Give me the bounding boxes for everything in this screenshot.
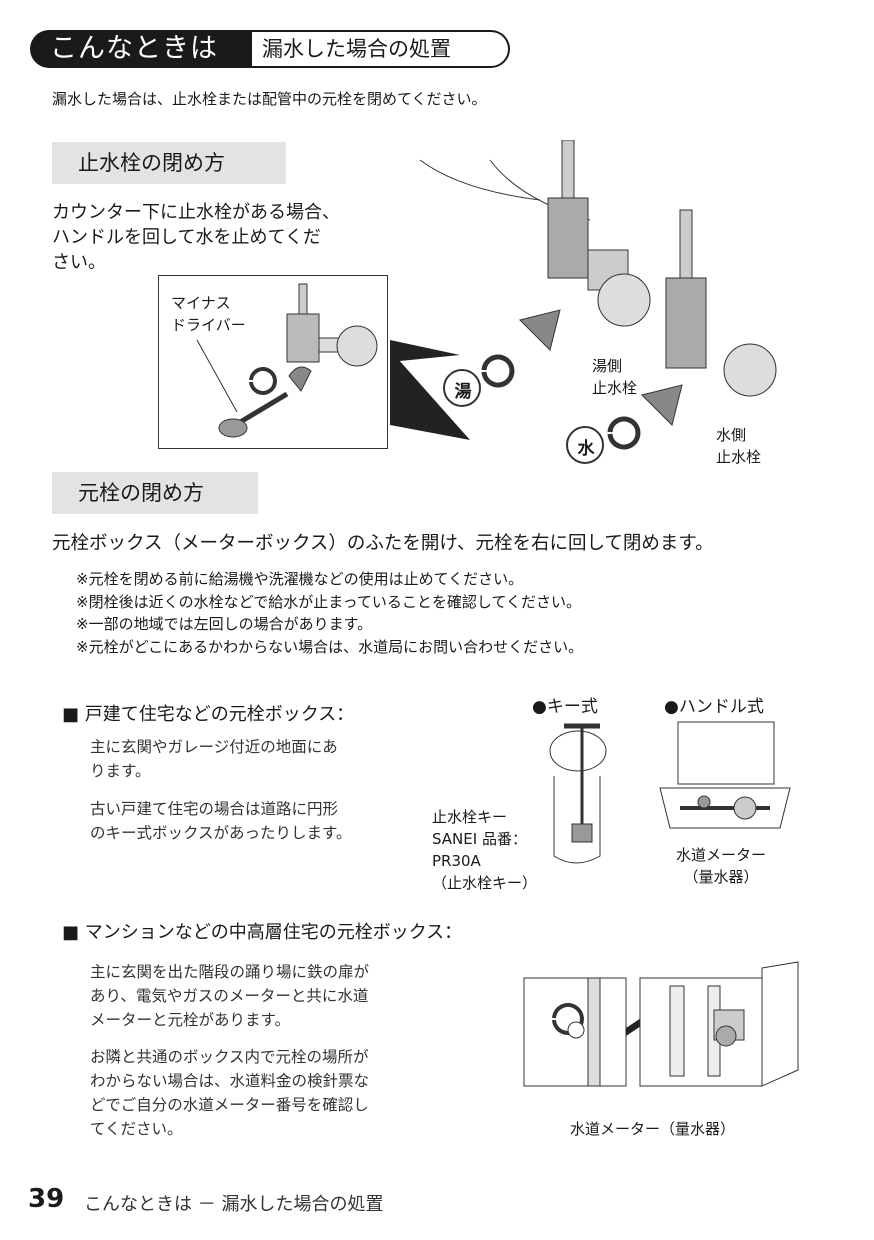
hot-badge: 湯 xyxy=(454,382,472,402)
section2-title: 元栓の閉め方 xyxy=(52,472,258,514)
screwdriver-inset: マイナス ドライバー xyxy=(158,275,388,449)
page-number: 39 xyxy=(28,1184,65,1214)
section2-notes: ※元栓を閉める前に給湯機や洗濯機などの使用は止めてください。 ※閉栓後は近くの水… xyxy=(76,568,583,658)
section1-body: カウンター下に止水栓がある場合、 ハンドルを回して水を止めてくだ さい。 xyxy=(52,202,340,273)
rotate-arrow-icon xyxy=(552,1003,584,1035)
house-para2: 古い戸建て住宅の場合は道路に円形 のキー式ボックスがあったりします。 xyxy=(90,800,352,842)
screwdriver-illustration xyxy=(196,283,378,438)
house-box-illustration xyxy=(549,721,791,864)
key-type-label: ●キー式 xyxy=(532,697,598,717)
mansion-para2: お隣と共通のボックス内で元栓の場所が わからない場合は、水道料金の検針票な どで… xyxy=(90,1048,370,1138)
cold-valve-label: 水側 止水栓 xyxy=(716,426,762,466)
intro-text: 漏水した場合は、止水栓または配管中の元栓を閉めてください。 xyxy=(52,90,487,108)
handle-type-label: ●ハンドル式 xyxy=(664,697,764,717)
header-title: 漏水した場合の処置 xyxy=(252,30,510,68)
key-caption: 止水栓キー SANEI 品番： PR30A （止水栓キー） xyxy=(432,808,538,892)
note-item: ※元栓がどこにあるかわからない場合は、水道局にお問い合わせください。 xyxy=(76,637,584,656)
section1-title: 止水栓の閉め方 xyxy=(52,142,286,184)
mansion-box-illustration xyxy=(523,961,799,1087)
meter-caption: 水道メーター （量水器） xyxy=(676,846,767,886)
note-item: ※一部の地域では左回しの場合があります。 xyxy=(76,615,373,633)
house-para1: 主に玄関やガレージ付近の地面にあ ります。 xyxy=(90,738,338,780)
valve-illustration xyxy=(390,140,777,464)
cold-rotate-icon xyxy=(607,416,641,450)
page-header: こんなときは 漏水した場合の処置 xyxy=(30,30,510,68)
rotate-arrow-icon xyxy=(249,367,277,395)
mansion-heading: ■ マンションなどの中高層住宅の元栓ボックス： xyxy=(62,922,463,943)
note-item: ※閉栓後は近くの水栓などで給水が止まっていることを確認してください。 xyxy=(76,592,582,611)
tool-label: マイナス ドライバー xyxy=(171,294,246,334)
note-item: ※元栓を閉める前に給湯機や洗濯機などの使用は止めてください。 xyxy=(76,570,524,588)
house-heading: ■ 戸建て住宅などの元栓ボックス： xyxy=(62,704,355,725)
hot-rotate-icon xyxy=(481,354,515,388)
hot-valve-label: 湯側 止水栓 xyxy=(592,357,638,397)
header-category: こんなときは xyxy=(30,30,252,68)
mansion-meter-caption: 水道メーター（量水器） xyxy=(570,1120,736,1138)
mansion-para1: 主に玄関を出た階段の踊り場に鉄の扉が あり、電気やガスのメーターと共に水道 メー… xyxy=(90,963,370,1029)
footer-text: こんなときは － 漏水した場合の処置 xyxy=(84,1194,384,1215)
cold-badge: 水 xyxy=(577,439,595,459)
section2-lead: 元栓ボックス（メーターボックス）のふたを開け、元栓を右に回して閉めます。 xyxy=(52,533,714,554)
